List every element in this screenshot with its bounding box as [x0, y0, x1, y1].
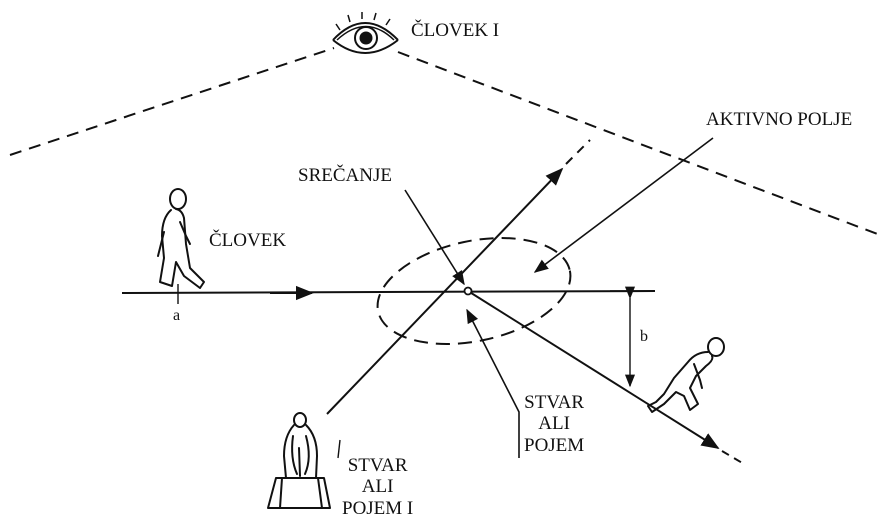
encounter-label: SREČANJE	[298, 166, 392, 185]
thing-one-label-line-2: ALI	[342, 476, 413, 497]
thing-one-label: STVAR ALI POJEM I	[342, 455, 413, 519]
walking-person-icon	[158, 189, 204, 288]
thing-label: STVAR ALI POJEM	[524, 392, 584, 456]
thing-label-line-3: POJEM	[524, 435, 584, 456]
active-field-label: AKTIVNO POLJE	[706, 110, 852, 129]
view-line-left	[10, 48, 334, 155]
active-field-leader	[535, 138, 713, 272]
thing-one-path-dash	[566, 140, 590, 164]
distance-b-label: b	[640, 329, 648, 345]
encounter-point	[465, 288, 472, 295]
statue-on-pedestal-icon	[268, 413, 330, 508]
thing-label-line-1: STVAR	[524, 392, 584, 413]
climbing-person-icon	[648, 338, 724, 412]
thing-label-line-2: ALI	[524, 413, 584, 434]
thing-one-label-line-1: STVAR	[342, 455, 413, 476]
observer-label: ČLOVEK I	[411, 21, 499, 40]
eye-icon	[333, 12, 398, 53]
encounter-leader	[405, 190, 464, 284]
point-a-label: a	[173, 308, 180, 324]
thing-one-leader	[338, 440, 340, 458]
thing-path-dash	[722, 451, 744, 464]
thing-one-label-line-3: POJEM I	[342, 498, 413, 519]
person-path-line	[122, 291, 655, 293]
person-label: ČLOVEK	[209, 231, 286, 250]
view-line-right	[398, 52, 880, 235]
